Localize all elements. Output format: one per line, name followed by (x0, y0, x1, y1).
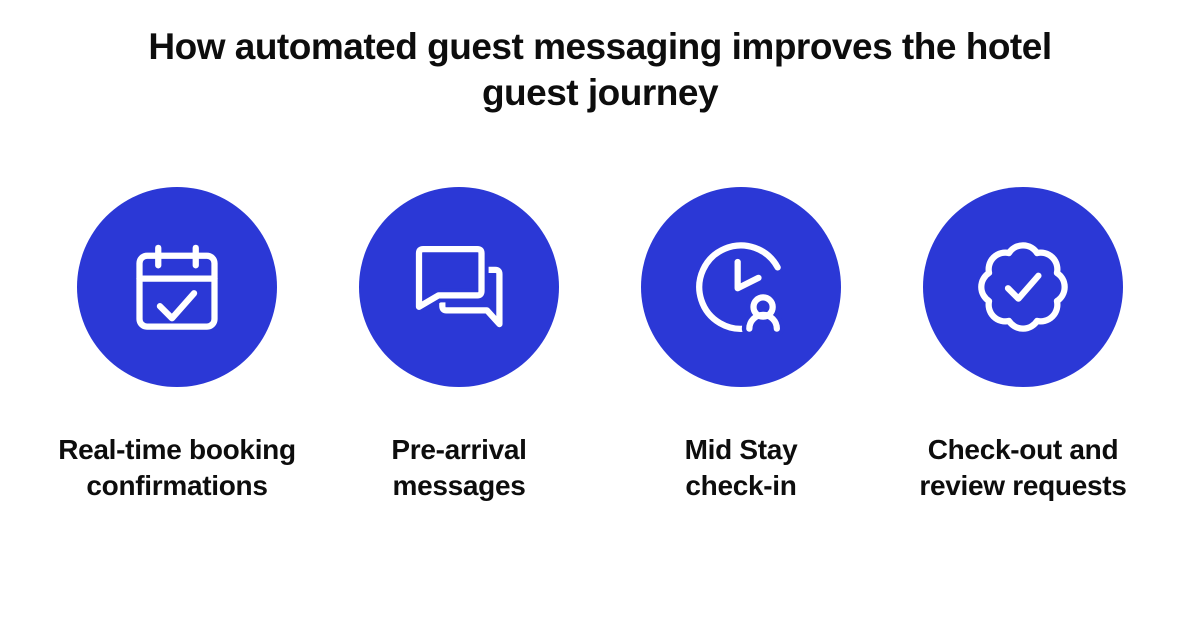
step-pre-arrival-messages: Pre-arrival messages (318, 187, 600, 504)
clock-user-icon (696, 242, 785, 337)
step-circle (359, 187, 559, 387)
step-label: Mid Stay check-in (684, 434, 798, 501)
badge-check-icon (978, 242, 1068, 332)
step-booking-confirmations: Real-time booking confirmations (36, 187, 318, 504)
step-label: Real-time booking confirmations (58, 434, 296, 501)
steps-row: Real-time booking confirmations Pre-arri… (0, 187, 1200, 504)
step-label: Check-out and review requests (919, 434, 1127, 501)
page-title: How automated guest messaging improves t… (148, 26, 1052, 113)
step-circle (923, 187, 1123, 387)
step-circle (77, 187, 277, 387)
calendar-check-icon (136, 244, 218, 330)
step-circle (641, 187, 841, 387)
step-check-out-review: Check-out and review requests (882, 187, 1164, 504)
step-label: Pre-arrival messages (391, 434, 527, 501)
step-mid-stay-check-in: Mid Stay check-in (600, 187, 882, 504)
chat-bubbles-icon (411, 242, 503, 328)
